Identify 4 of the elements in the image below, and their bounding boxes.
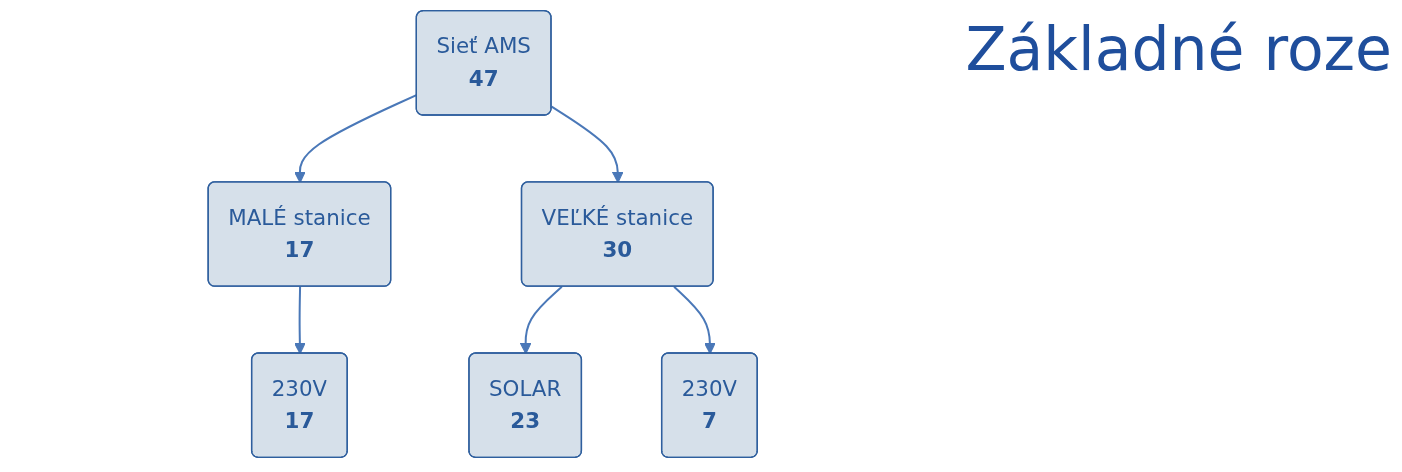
arrow bbox=[294, 286, 306, 355]
arrow bbox=[673, 286, 716, 355]
arrow bbox=[519, 286, 563, 355]
title: Základné roze bbox=[965, 13, 1393, 84]
